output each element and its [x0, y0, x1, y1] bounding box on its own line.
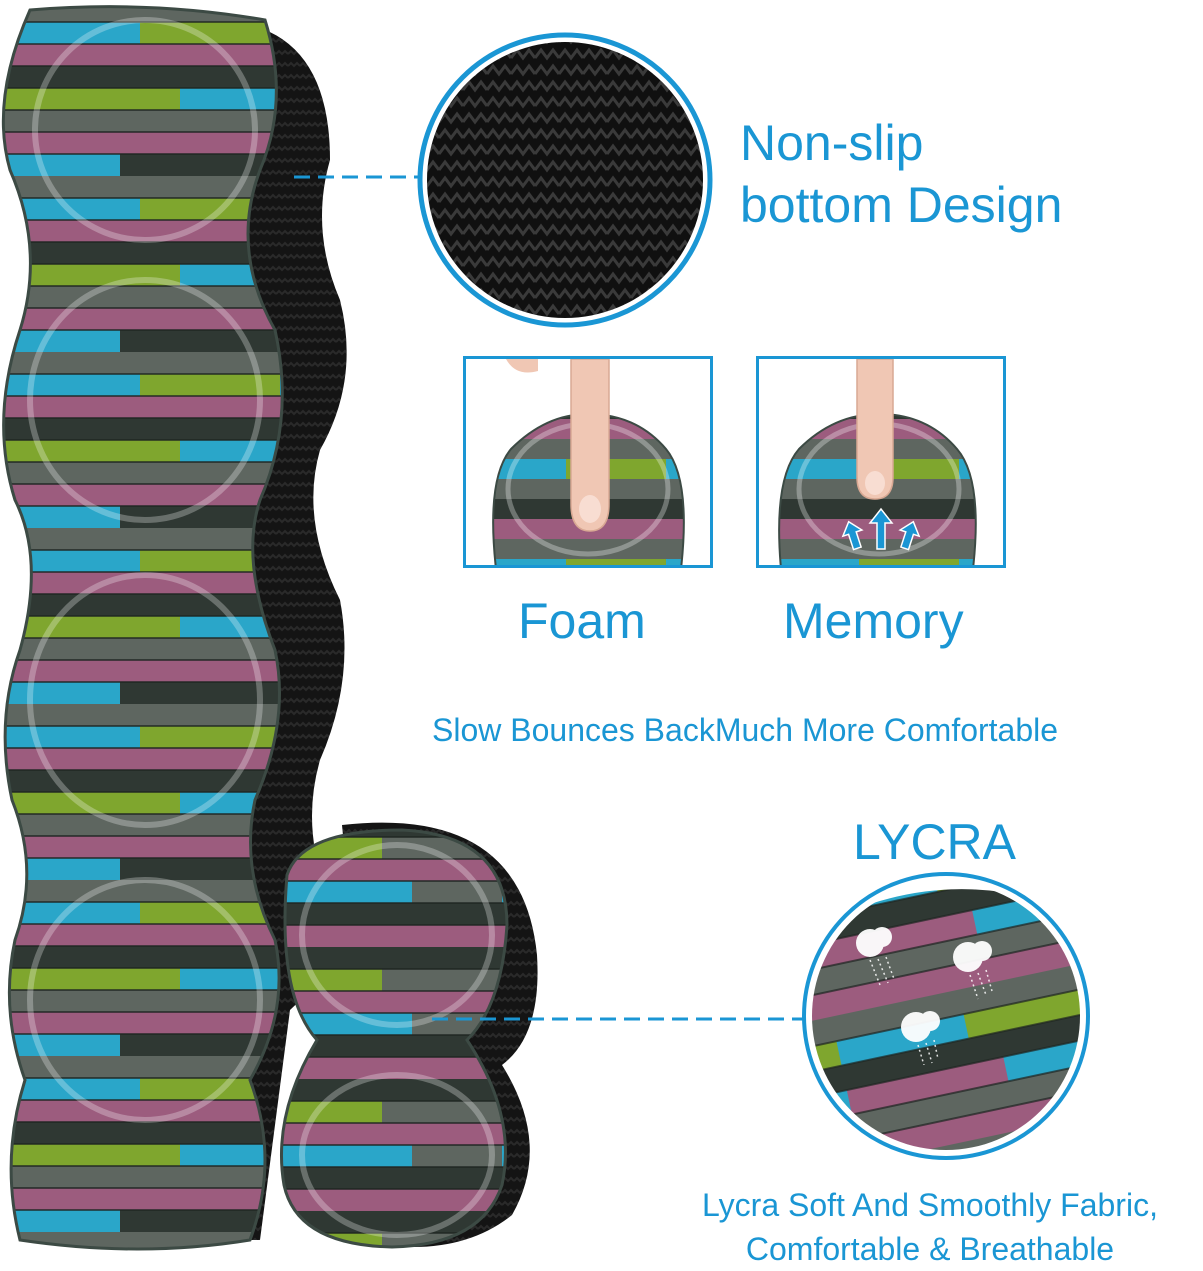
- nonslip-title-line1: Non-slip: [740, 115, 924, 171]
- lycra-description: Lycra Soft And Smoothly Fabric, Comforta…: [620, 1183, 1203, 1271]
- connector-line-nonslip: [294, 175, 430, 179]
- nonslip-title-line2: bottom Design: [740, 177, 1063, 233]
- keyboard-wrist-rest-image: [1, 5, 347, 1251]
- nonslip-title: Non-slip bottom Design: [740, 112, 1062, 236]
- bubble-icon: [856, 927, 993, 1065]
- mouse-wrist-rest-image: [279, 822, 538, 1249]
- slow-bounce-caption: Slow Bounces BackMuch More Comfortable: [432, 712, 1059, 748]
- memory-label: Memory: [783, 593, 964, 649]
- foam-label: Foam: [518, 593, 646, 649]
- connector-line-lycra: [432, 1017, 808, 1021]
- lycra-description-line2: Comfortable & Breathable: [745, 1231, 1115, 1267]
- memory-demo-frame: [756, 356, 1006, 568]
- lycra-title: LYCRA: [853, 814, 1017, 870]
- up-arrows-icon: [841, 507, 921, 551]
- foam-demo-frame: [463, 356, 713, 568]
- nonslip-bottom-circle: [417, 32, 713, 328]
- lycra-description-line1: Lycra Soft And Smoothly Fabric,: [702, 1187, 1158, 1223]
